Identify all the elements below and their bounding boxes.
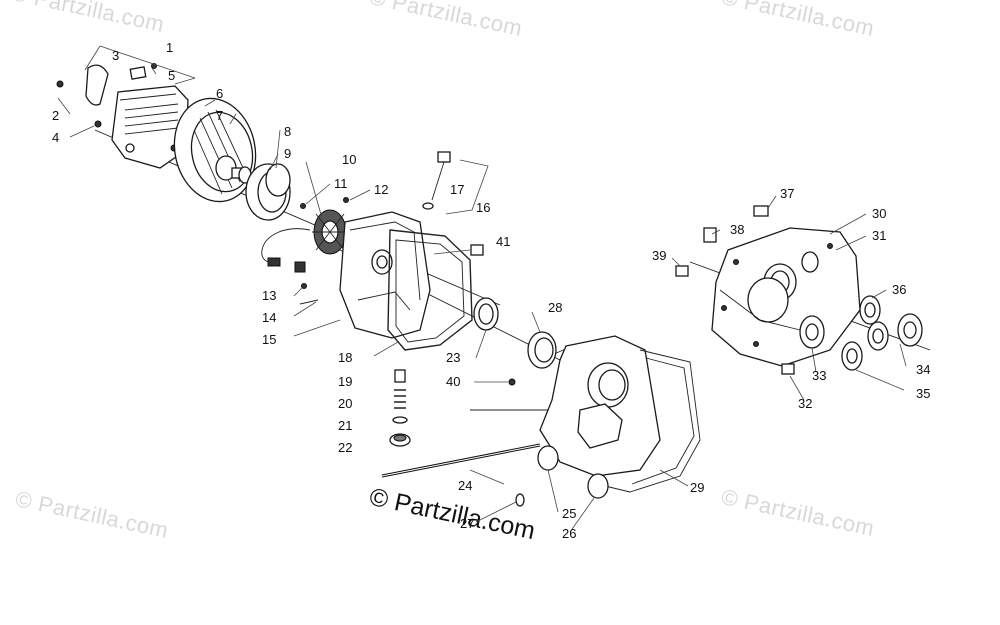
callout-16: 16 bbox=[476, 200, 490, 215]
callout-21: 21 bbox=[338, 418, 352, 433]
callout-7: 7 bbox=[216, 108, 223, 123]
callout-13: 13 bbox=[262, 288, 276, 303]
drain-parts bbox=[389, 369, 516, 447]
callout-33: 33 bbox=[812, 368, 826, 383]
callout-5: 5 bbox=[168, 68, 175, 83]
callout-6: 6 bbox=[216, 86, 223, 101]
callout-22: 22 bbox=[338, 440, 352, 455]
callout-1: 1 bbox=[166, 40, 173, 55]
leader-lines bbox=[57, 45, 907, 533]
dowel-41 bbox=[470, 244, 484, 256]
callout-20: 20 bbox=[338, 396, 352, 411]
right-crankcase bbox=[711, 227, 861, 367]
callout-9: 9 bbox=[284, 146, 291, 161]
dipstick bbox=[422, 151, 489, 215]
callout-18: 18 bbox=[338, 350, 352, 365]
callout-19: 19 bbox=[338, 374, 352, 389]
fan-cover bbox=[56, 63, 189, 169]
callout-15: 15 bbox=[262, 332, 276, 347]
callout-36: 36 bbox=[892, 282, 906, 297]
callout-26: 26 bbox=[562, 526, 576, 541]
left-crankcase-cover bbox=[339, 211, 431, 339]
callout-28: 28 bbox=[548, 300, 562, 315]
stator bbox=[261, 197, 349, 305]
callout-24: 24 bbox=[458, 478, 472, 493]
stud bbox=[381, 443, 541, 478]
callout-39: 39 bbox=[652, 248, 666, 263]
center-crankcase bbox=[515, 335, 701, 507]
gasket-left bbox=[387, 229, 473, 351]
callout-35: 35 bbox=[916, 386, 930, 401]
callout-3: 3 bbox=[112, 48, 119, 63]
callout-14: 14 bbox=[262, 310, 276, 325]
callouts: 1 2 3 4 5 6 7 8 9 10 11 12 13 14 15 16 1… bbox=[52, 40, 930, 541]
seals bbox=[473, 297, 557, 369]
callout-37: 37 bbox=[780, 186, 794, 201]
rotor bbox=[238, 163, 291, 221]
callout-25: 25 bbox=[562, 506, 576, 521]
callout-41: 41 bbox=[496, 234, 510, 249]
callout-30: 30 bbox=[872, 206, 886, 221]
callout-4: 4 bbox=[52, 130, 59, 145]
callout-23: 23 bbox=[446, 350, 460, 365]
callout-40: 40 bbox=[446, 374, 460, 389]
callout-38: 38 bbox=[730, 222, 744, 237]
callout-17: 17 bbox=[450, 182, 464, 197]
callout-27: 27 bbox=[460, 516, 474, 531]
callout-2: 2 bbox=[52, 108, 59, 123]
callout-32: 32 bbox=[798, 396, 812, 411]
callout-8: 8 bbox=[284, 124, 291, 139]
callout-11: 11 bbox=[334, 176, 348, 191]
callout-12: 12 bbox=[374, 182, 388, 197]
right-bearings bbox=[675, 205, 923, 375]
callout-29: 29 bbox=[690, 480, 704, 495]
callout-10: 10 bbox=[342, 152, 356, 167]
callout-34: 34 bbox=[916, 362, 930, 377]
callout-31: 31 bbox=[872, 228, 886, 243]
